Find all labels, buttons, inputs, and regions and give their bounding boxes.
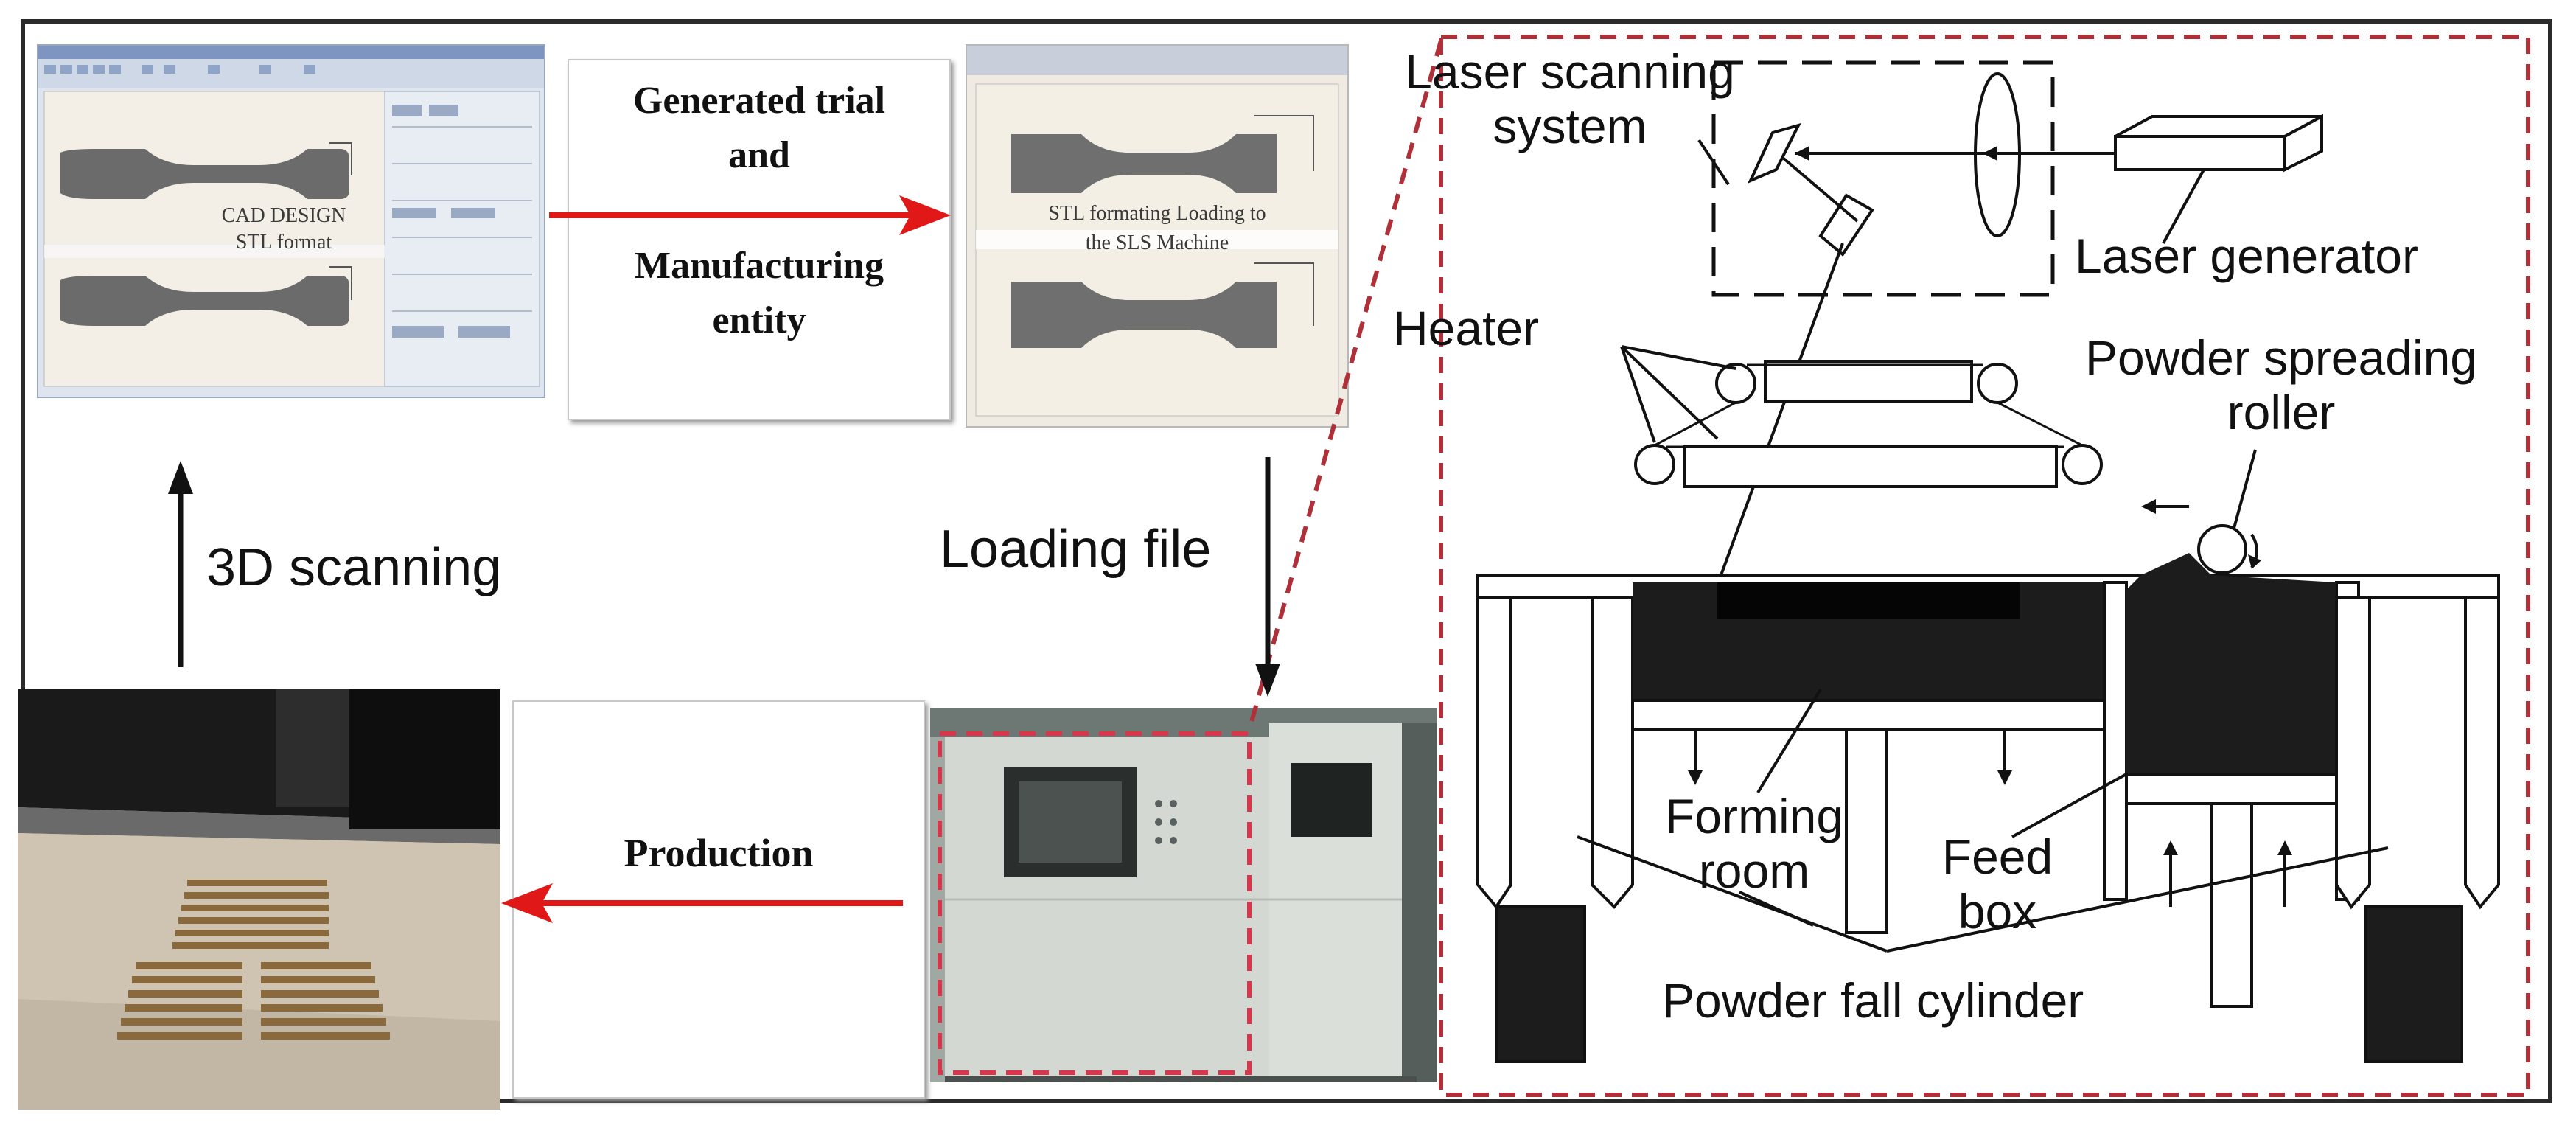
stl-label: STL formating Loading to the SLS Machine [966, 199, 1349, 258]
sls-dashed-border [1439, 35, 2530, 1097]
generated-trial-box [568, 59, 951, 420]
sls-machine-photo-icon [930, 708, 1437, 1082]
loading-label: Loading file [940, 520, 1212, 579]
left-fall-cylinder [1495, 905, 1586, 1063]
laser-generator-label: Laser generator [2075, 229, 2418, 283]
forming-line2: room [1698, 843, 1810, 898]
powder-spreading-line1: Powder spreading [2085, 330, 2477, 385]
generated-line3: Manufacturing [635, 245, 884, 287]
laser-scanning-line1: Laser scanning [1405, 44, 1735, 99]
generated-line1: Generated trial [632, 80, 886, 122]
outer-frame [21, 19, 2552, 1103]
cad-label-line1: CAD DESIGN [221, 204, 346, 227]
powder-fall-label: Powder fall cylinder [1662, 973, 2084, 1028]
laser-beam-down [1720, 243, 1844, 576]
laser-scanning-box [1711, 60, 2055, 297]
right-fall-cylinder [2364, 905, 2463, 1063]
forming-line1: Forming [1664, 789, 1844, 843]
dashed-connector-line [1247, 40, 1443, 731]
upper-heater-plate [1764, 360, 1973, 403]
cad-label: CAD DESIGN STL format [170, 203, 398, 256]
production-box [512, 700, 925, 1099]
laser-scanning-label: Laser scanning system [1356, 44, 1784, 153]
feed-line1: Feed [1941, 829, 2053, 884]
stl-screenshot-icon [966, 44, 1349, 428]
powder-spreading-line2: roller [2227, 385, 2336, 439]
printed-parts-photo-icon [18, 689, 500, 1110]
cad-screenshot-icon [37, 44, 545, 398]
cad-label-line2: STL format [235, 231, 332, 254]
feed-box-label: Feed box [1909, 829, 2086, 939]
stl-label-line2: the SLS Machine [1085, 231, 1229, 254]
powder-roller [2197, 524, 2247, 574]
lower-heater-plate [1683, 445, 2058, 488]
machine-dashed-border [938, 731, 1252, 1075]
scanning-label: 3D scanning [206, 538, 502, 597]
stl-label-line1: STL formating Loading to [1048, 202, 1266, 225]
production-label: Production [624, 831, 814, 875]
mirror-upper [1748, 122, 1801, 184]
generated-trial-label: Generated trial and Manufacturing entity [568, 74, 951, 348]
laser-scanning-line2: system [1493, 99, 1647, 153]
mirror-lower [1818, 193, 1874, 257]
powder-spreading-label: Powder spreading roller [2027, 330, 2535, 439]
generated-line2: and [728, 134, 790, 176]
feed-line2: box [1958, 884, 2037, 939]
forming-room-label: Forming room [1636, 789, 1872, 898]
generated-line4: entity [712, 299, 806, 341]
feed-box-powder [2126, 553, 2336, 774]
heater-label: Heater [1393, 301, 1540, 355]
